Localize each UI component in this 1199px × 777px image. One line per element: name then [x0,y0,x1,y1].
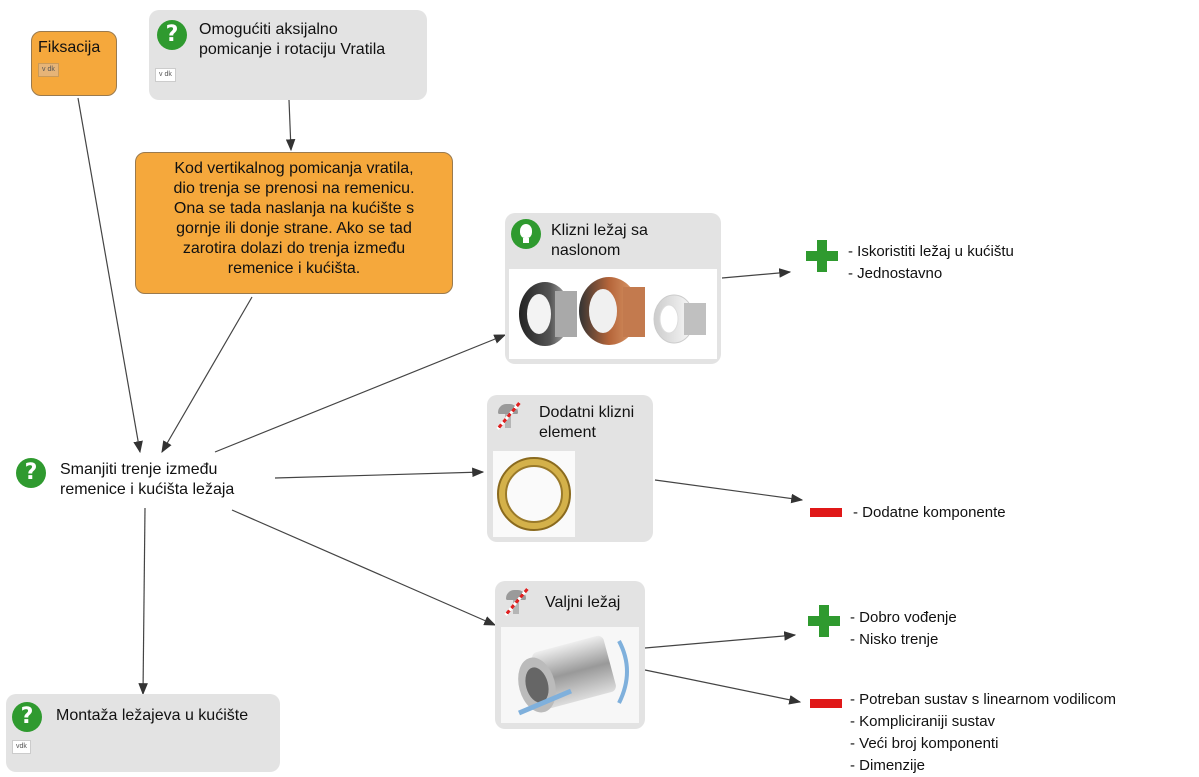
con-item: - Kompliciraniji sustav [850,713,996,730]
question-icon: ? [12,702,42,732]
question-icon: ? [157,20,187,50]
node-fiksacija[interactable]: Fiksacija v dk [31,31,117,96]
con-item: - Veći broj komponenti [850,735,999,752]
plus-icon [808,605,840,637]
crossed-lamp-icon [501,587,531,617]
plus-icon [806,240,838,272]
edge-smanjiti-dodatni [274,467,485,479]
con-item: - Dodatne komponente [853,504,1006,521]
valjni-lezaj-image [501,627,639,723]
klizni-pro-list: - Iskoristiti ležaj u kućištu - Jednosta… [848,241,1014,285]
pro-item: - Iskoristiti ležaj u kućištu [848,243,1014,260]
node-montaza[interactable]: ? Montaža ležajeva u kućište vdk [6,694,280,772]
edge-valjni-plus [644,631,797,649]
node-klizni-line2: naslonom [551,242,621,259]
node-montaza-tag: vdk [12,740,31,754]
dodatni-con-list: - Dodatne komponente [853,502,1006,524]
edge-smanjiti-montaza [138,507,148,696]
edge-klizni-plus [721,268,792,279]
node-montaza-label: Montaža ležajeva u kućište [56,707,249,724]
node-klizni-lezaj[interactable]: Klizni ležaj sa naslonom [505,213,721,364]
edge-omoguciti-note [285,99,296,152]
edge-smanjiti-valjni [231,509,497,626]
edge-smanjiti-klizni [214,334,507,453]
node-klizni-line1: Klizni ležaj sa [551,222,648,239]
node-valjni-lezaj[interactable]: Valjni ležaj [495,581,645,729]
question-icon: ? [16,458,46,488]
pro-item: - Jednostavno [848,265,943,282]
note-line: dio trenja se prenosi na remenicu. [173,180,415,197]
valjni-pro-list: - Dobro vođenje - Nisko trenje [850,607,957,651]
note-line: Ona se tada naslanja na kućište s [173,200,415,217]
note-vertikalno-pomicanje[interactable]: Kod vertikalnog pomicanja vratila, dio t… [135,152,453,294]
lightbulb-icon [511,219,541,249]
con-item: - Dimenzije [850,757,926,774]
edge-fiksacija-smanjiti [77,97,143,454]
note-line: zarotira dolazi do trenja između [182,240,406,257]
node-fiksacija-tag: v dk [38,63,59,77]
node-smanjiti-line2: remenice i kućišta ležaja [60,481,235,498]
note-line: Kod vertikalnog pomicanja vratila, [174,160,414,177]
node-smanjiti-line1: Smanjiti trenje između [60,461,218,478]
edge-note-smanjiti [161,296,253,454]
node-dodatni-element[interactable]: Dodatni klizni element [487,395,653,542]
dodatni-element-image [493,451,575,537]
klizni-lezaj-image [509,269,717,359]
edge-valjni-minus [644,669,802,705]
node-dodatni-line2: element [539,424,596,441]
node-dodatni-line1: Dodatni klizni [539,404,635,421]
node-valjni-label: Valjni ležaj [545,594,621,611]
node-smanjiti[interactable]: ? Smanjiti trenje između remenice i kući… [14,456,279,506]
valjni-con-list: - Potreban sustav s linearnom vodilicom … [850,689,1116,777]
node-omoguciti[interactable]: ? Omogućiti aksijalno pomicanje i rotaci… [149,10,427,100]
edge-dodatni-minus [654,479,804,504]
node-fiksacija-label: Fiksacija [38,39,101,56]
node-omoguciti-line1: Omogućiti aksijalno [199,21,338,38]
note-line: gornje ili donje strane. Ako se tad [176,220,412,237]
node-omoguciti-line2: pomicanje i rotaciju Vratila [199,41,386,58]
note-line: remenice i kućišta. [227,260,361,277]
node-omoguciti-tag: v dk [155,68,176,82]
pro-item: - Dobro vođenje [850,609,957,626]
minus-icon [810,508,842,517]
crossed-lamp-icon [493,401,523,431]
con-item: - Potreban sustav s linearnom vodilicom [850,691,1116,708]
pro-item: - Nisko trenje [850,631,939,648]
minus-icon [810,699,842,708]
